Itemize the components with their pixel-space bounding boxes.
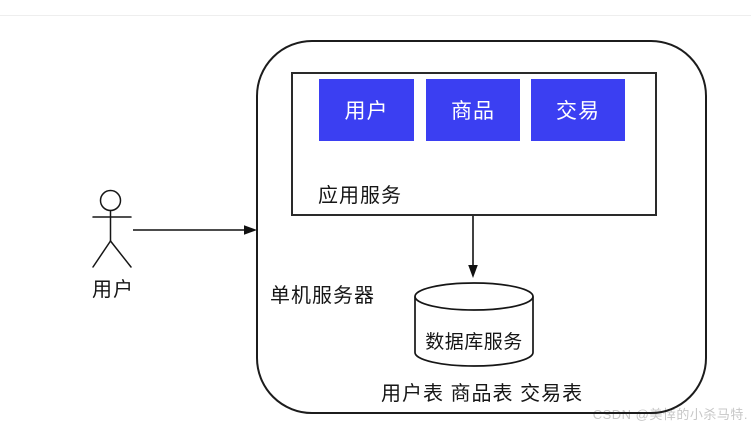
user-actor-icon	[92, 189, 132, 268]
server-container-box	[256, 40, 707, 414]
module-trade: 交易	[531, 79, 625, 141]
server-label: 单机服务器	[270, 285, 375, 307]
user-to-server-arrow	[133, 225, 257, 235]
module-product: 商品	[426, 79, 520, 141]
tables-label: 用户表 商品表 交易表	[381, 383, 584, 405]
app-service-label: 应用服务	[318, 185, 402, 207]
database-label: 数据库服务	[425, 332, 523, 353]
module-user: 用户	[319, 79, 414, 141]
actor-label: 用户	[92, 279, 134, 301]
page-top-divider	[0, 15, 751, 16]
watermark: CSDN @美悻的小杀马特.	[592, 407, 748, 422]
